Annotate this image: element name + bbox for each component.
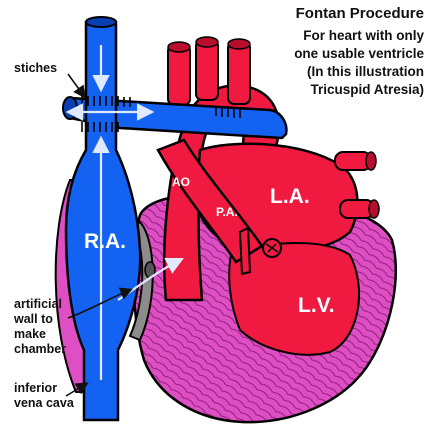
flow-arrows bbox=[65, 45, 184, 380]
title-block: Fontan Procedure For heart with only one… bbox=[294, 5, 424, 97]
valve-structure bbox=[238, 226, 252, 276]
title-line-4: Tricuspid Atresia) bbox=[310, 82, 424, 97]
title-line-2: one usable ventricle bbox=[294, 46, 424, 61]
label-pa: P.A. bbox=[216, 205, 238, 219]
label-lv: L.V. bbox=[298, 294, 335, 317]
aortic-branch-2 bbox=[195, 39, 219, 101]
annotation-arrows bbox=[65, 73, 133, 397]
aortic-branch-3 bbox=[227, 41, 251, 105]
svg-text:vena cava: vena cava bbox=[14, 396, 75, 410]
title-main: Fontan Procedure bbox=[296, 5, 424, 22]
vena-cava-column bbox=[64, 20, 142, 422]
label-la: L.A. bbox=[270, 185, 310, 208]
title-line-1: For heart with only bbox=[303, 28, 424, 43]
svg-text:artificial: artificial bbox=[14, 297, 62, 311]
label-ra: R.A. bbox=[84, 230, 126, 253]
svg-text:make: make bbox=[14, 327, 46, 341]
aortic-branch-1 bbox=[167, 44, 191, 106]
svg-text:chamber: chamber bbox=[14, 342, 66, 356]
left-ventricle-chamber bbox=[228, 242, 361, 356]
svg-text:inferior: inferior bbox=[14, 381, 57, 395]
label-stiches: stiches bbox=[14, 61, 57, 75]
label-ivc: inferior vena cava bbox=[14, 381, 75, 410]
label-artificial-wall: artificial wall to make chamber bbox=[13, 297, 66, 356]
title-line-3: (In this illustration bbox=[307, 64, 424, 79]
label-ao: AO bbox=[172, 175, 190, 189]
pulmonary-artery bbox=[156, 138, 264, 264]
svg-text:wall to: wall to bbox=[13, 312, 53, 326]
stitches bbox=[81, 96, 241, 132]
pulmonary-connection bbox=[68, 96, 288, 140]
